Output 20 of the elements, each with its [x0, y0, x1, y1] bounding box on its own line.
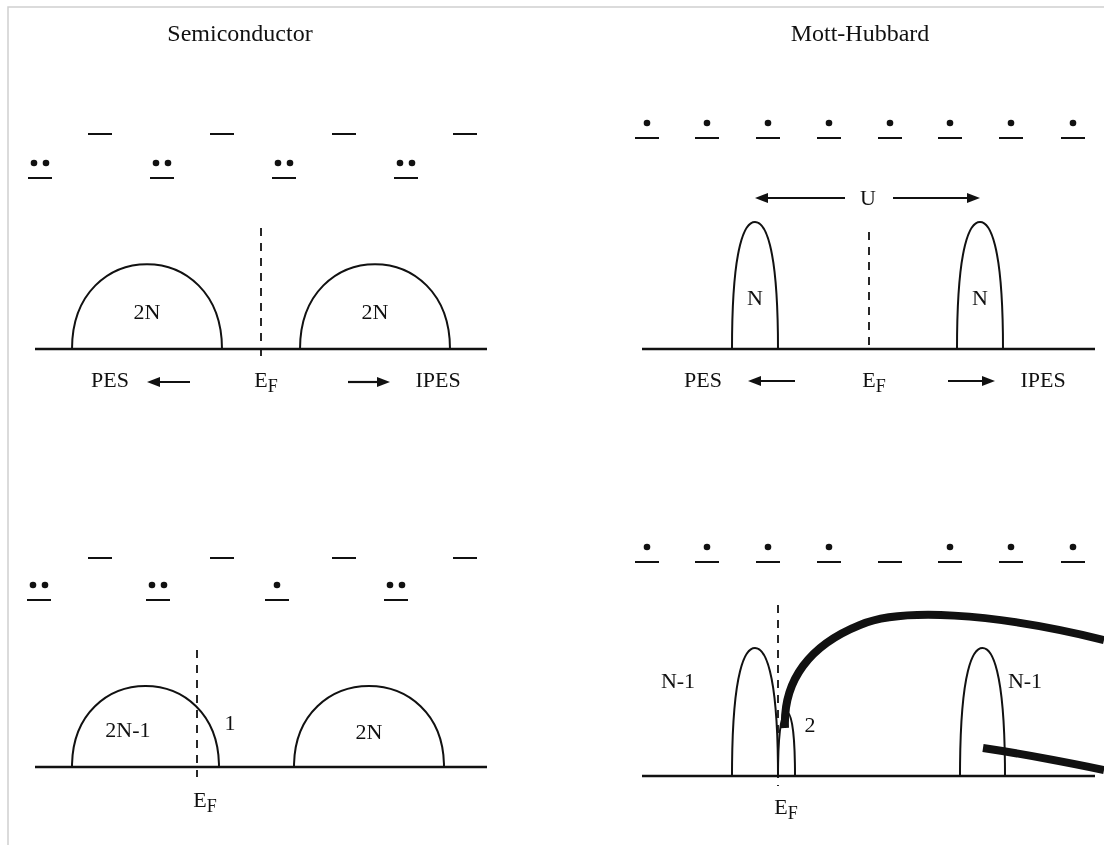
- spectroscopy-label: PES: [684, 368, 722, 393]
- spectroscopy-label: PES: [91, 368, 129, 393]
- band-label: N-1: [660, 670, 696, 692]
- band-label: N: [972, 287, 988, 310]
- fermi-level-label: E$_{F}$: [254, 368, 278, 398]
- fermi-level-label: E$_{F}$: [862, 368, 886, 398]
- band-label: N: [747, 287, 763, 310]
- panel-title: Mott-Hubbard: [790, 20, 930, 47]
- fermi-level-label: E$_{F}$: [193, 788, 217, 818]
- panel-title: Semiconductor: [167, 20, 313, 47]
- spectroscopy-label: IPES: [1020, 368, 1066, 393]
- spectroscopy-label: IPES: [415, 368, 461, 393]
- band-label: 2N-1: [105, 719, 151, 742]
- fermi-level-label: E$_{F}$: [774, 795, 798, 825]
- band-label: N-1: [1007, 670, 1043, 692]
- band-label: 2N: [355, 721, 383, 744]
- band-label: 1: [224, 712, 236, 734]
- band-label: 2N: [361, 301, 389, 324]
- band-label: 2N: [133, 301, 161, 324]
- band-label: 2: [804, 714, 816, 736]
